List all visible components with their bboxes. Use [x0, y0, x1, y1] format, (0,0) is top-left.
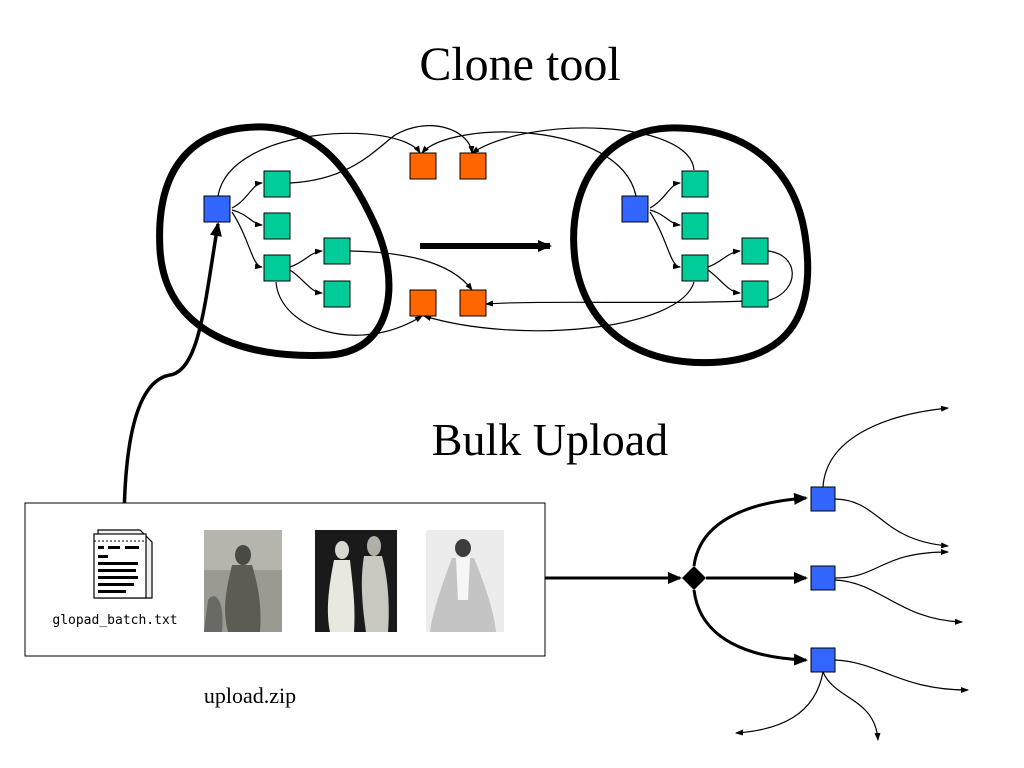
clone-root-node[interactable] — [621, 195, 649, 223]
created-record-node[interactable] — [810, 486, 836, 512]
source-root-node[interactable] — [203, 195, 231, 223]
clone-child-node[interactable] — [681, 170, 709, 198]
source-connectors — [217, 125, 475, 336]
external-node[interactable] — [459, 289, 487, 317]
bulk-upload-title: Bulk Upload — [432, 414, 668, 465]
source-grandchild-node[interactable] — [323, 237, 351, 265]
source-group-outline — [156, 123, 393, 360]
outgoing-connectors — [735, 405, 969, 741]
created-record-node[interactable] — [810, 647, 836, 673]
photo-thumbnail — [426, 530, 504, 632]
created-record-node[interactable] — [810, 565, 836, 591]
photo-thumbnail — [315, 530, 397, 632]
source-child-node[interactable] — [263, 170, 291, 198]
junction-connectors — [692, 492, 808, 666]
external-node[interactable] — [409, 152, 437, 180]
external-node[interactable] — [409, 289, 437, 317]
external-node[interactable] — [459, 152, 487, 180]
document-icon — [93, 529, 153, 599]
clone-child-node[interactable] — [681, 212, 709, 240]
clone-child-node[interactable] — [681, 254, 709, 282]
clone-tool-title: Clone tool — [419, 38, 620, 91]
batch-file-label: glopad_batch.txt — [52, 613, 177, 628]
source-child-node[interactable] — [263, 254, 291, 282]
clone-connectors — [421, 127, 793, 332]
cloned-group-outline — [570, 124, 812, 367]
source-child-node[interactable] — [263, 212, 291, 240]
upload-zip-label: upload.zip — [204, 683, 296, 708]
batch-to-root-connector — [122, 222, 222, 531]
source-grandchild-node[interactable] — [323, 280, 351, 308]
junction-diamond — [682, 566, 706, 590]
clone-grandchild-node[interactable] — [741, 280, 769, 308]
clone-grandchild-node[interactable] — [741, 237, 769, 265]
photo-thumbnail — [204, 530, 282, 632]
